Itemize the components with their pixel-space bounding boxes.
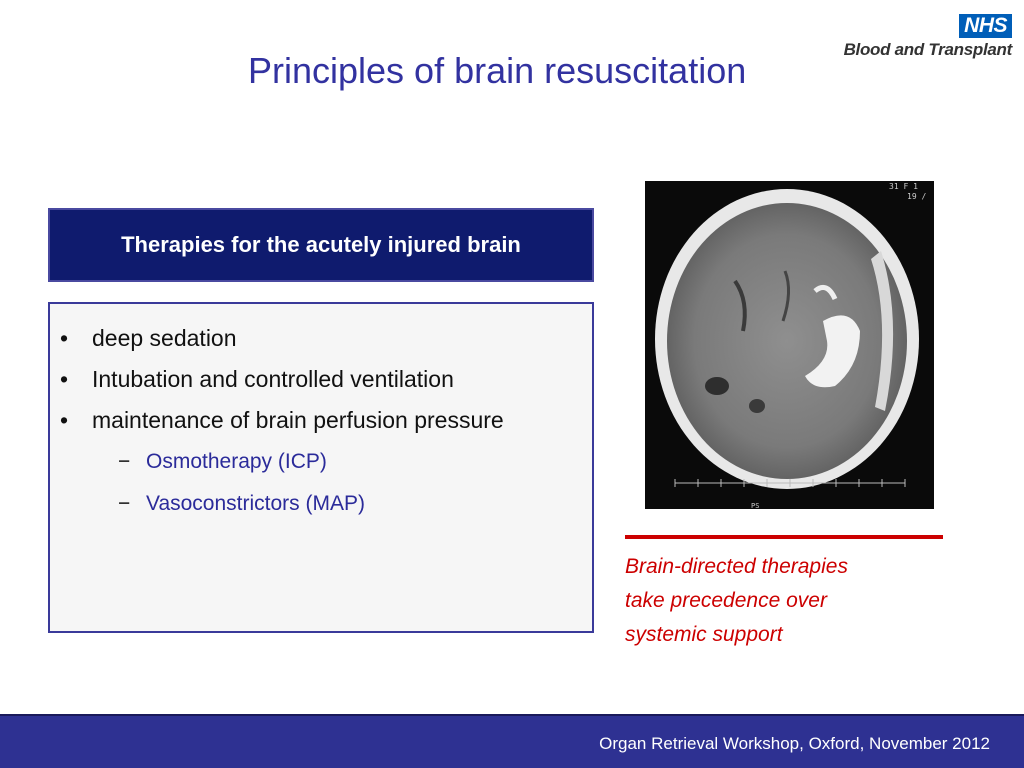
callout-divider [625,535,943,539]
scan-corner-text-1: 31 F 1 [889,182,918,191]
therapies-heading-box: Therapies for the acutely injured brain [48,208,594,282]
bullet-item: Intubation and controlled ventilation [60,359,572,400]
callout-line: take precedence over [625,589,827,612]
organisation-name: Blood and Transplant [843,40,1013,59]
ventricle-left [733,279,747,332]
brain-tissue [667,203,907,479]
footer-text: Organ Retrieval Workshop, Oxford, Novemb… [599,734,990,753]
ct-brain-scan-image: 31 F 1 19 / PS [645,181,934,509]
slide-title: Principles of brain resuscitation [248,50,747,91]
nhs-blood-and-transplant-logo: NHS Blood and Transplant [844,14,1012,60]
footer-bar: Organ Retrieval Workshop, Oxford, Novemb… [0,714,1024,768]
callout-text: Brain-directed therapies take precedence… [625,550,945,652]
therapies-heading: Therapies for the acutely injured brain [121,232,521,257]
scan-bottom-label: PS [751,502,759,509]
therapies-bullet-list: deep sedation Intubation and controlled … [60,318,572,441]
sub-bullet-item: Vasoconstrictors (MAP) [60,483,572,525]
temporal-horn [705,377,729,395]
therapies-sub-bullet-list: Osmotherapy (ICP) Vasoconstrictors (MAP) [60,441,572,525]
scan-corner-text-2: 19 / [907,192,926,201]
bullet-item: maintenance of brain perfusion pressure [60,400,572,441]
callout-line: Brain-directed therapies [625,555,848,578]
bright-lesion [813,284,838,301]
fourth-ventricle [749,399,765,413]
sub-bullet-item: Osmotherapy (ICP) [60,441,572,483]
scale-ticks [674,479,906,487]
callout-line: systemic support [625,623,783,646]
haemorrhage-region [805,315,860,388]
extra-axial-haematoma [871,251,894,411]
bullet-item: deep sedation [60,318,572,359]
nhs-badge: NHS [959,14,1012,38]
midline-fissure [781,270,790,322]
therapies-content-box: deep sedation Intubation and controlled … [48,302,594,633]
